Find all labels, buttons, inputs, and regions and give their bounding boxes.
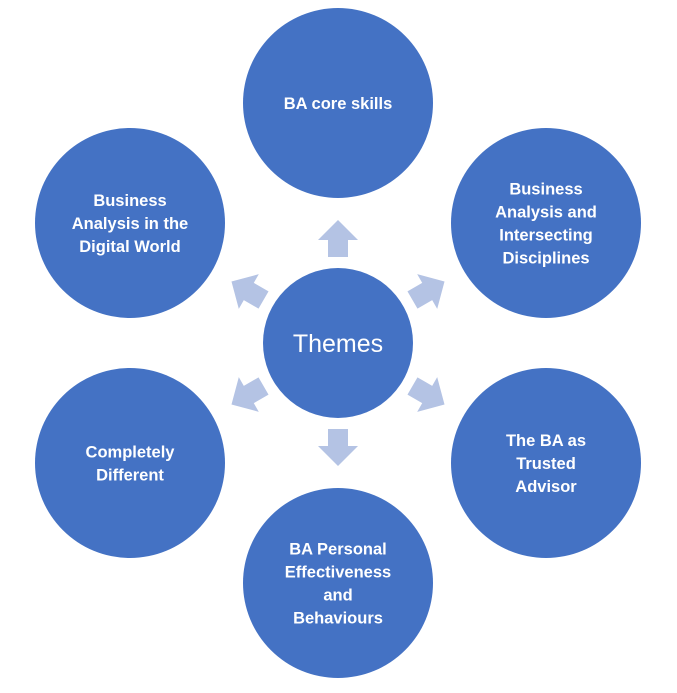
theme-label-core: BA core skills — [284, 95, 393, 113]
theme-circle-different — [35, 368, 225, 558]
theme-label-line: Advisor — [515, 478, 577, 496]
theme-label-line: Intersecting — [499, 227, 593, 245]
arrow-icon-to-trusted — [407, 377, 445, 412]
theme-label-line: BA core skills — [284, 95, 393, 113]
theme-label-line: Analysis and — [495, 204, 597, 222]
theme-circle-core — [243, 8, 433, 198]
theme-label-line: Analysis in the — [72, 215, 188, 233]
theme-label-line: BA Personal — [289, 541, 387, 559]
arrow-icon-to-intersecting — [407, 274, 445, 309]
theme-circle-trusted — [451, 368, 641, 558]
center-hub: Themes — [263, 268, 413, 418]
theme-label-line: Trusted — [516, 455, 576, 473]
theme-label-line: The BA as — [506, 432, 586, 450]
theme-label-line: Business — [509, 181, 582, 199]
center-label: Themes — [293, 330, 383, 358]
arrow-icon-to-digital — [231, 274, 269, 309]
theme-label-line: Business — [93, 192, 166, 210]
theme-label-line: Digital World — [79, 238, 180, 256]
center-circle — [263, 268, 413, 418]
connector-arrows — [231, 220, 445, 466]
theme-label-line: Behaviours — [293, 610, 383, 628]
theme-label-line: Completely — [86, 444, 176, 462]
theme-circle-intersecting — [451, 128, 641, 318]
theme-label-line: Effectiveness — [285, 564, 391, 582]
theme-label-line: Disciplines — [502, 250, 589, 268]
theme-circle-digital — [35, 128, 225, 318]
theme-label-line: Different — [96, 467, 164, 485]
arrow-icon-to-core — [318, 220, 358, 257]
arrow-icon-to-personal — [318, 429, 358, 466]
theme-circle-personal — [243, 488, 433, 678]
arrow-icon-to-different — [231, 377, 269, 412]
theme-node-core: BA core skills — [243, 8, 433, 198]
theme-label-line: and — [323, 587, 352, 605]
